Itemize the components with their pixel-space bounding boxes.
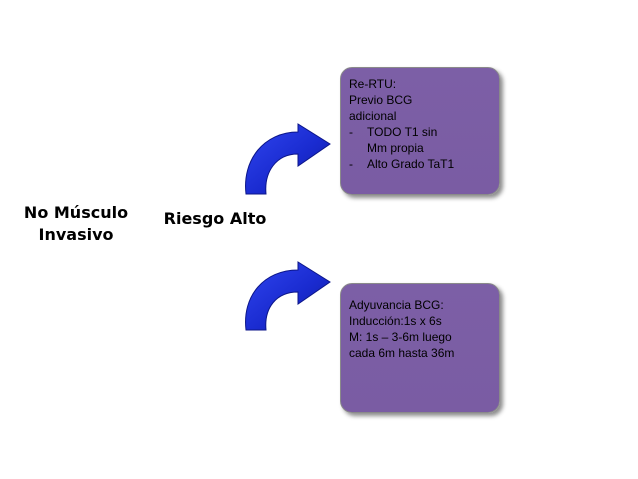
bullet-text: TODO T1 sin [367,125,438,139]
box-top-line: Previo BCG [349,93,413,107]
box-adyuvancia-bcg: Adyuvancia BCG: Inducción:1s x 6s M: 1s … [340,283,500,413]
box-bottom-line: Adyuvancia BCG: [349,298,444,312]
box-top-bullet-item: - Alto Grado TaT1 [349,156,493,172]
box-re-rtu: Re-RTU: Previo BCG adicional - TODO T1 s… [340,67,500,195]
bullet-dash: - [349,125,353,139]
box-bottom-line: M: 1s – 3-6m luego [349,330,452,344]
bullet-dash: - [349,157,353,171]
box-top-line: Re-RTU: [349,77,397,91]
bullet-text: Alto Grado TaT1 [367,157,455,171]
curved-arrow-top-icon [245,123,331,195]
box-top-bullet-item: - TODO T1 sin Mm propia [349,124,493,156]
box-top-bullet-list: - TODO T1 sin Mm propia - Alto Grado TaT… [349,124,493,172]
bullet-text-continued: Mm propia [367,141,424,155]
risk-node-label: Riesgo Alto [163,209,267,228]
box-bottom-line: Inducción:1s x 6s [349,314,442,328]
root-node-line-1: No Músculo [23,203,129,222]
box-top-line: adicional [349,109,397,123]
curved-arrow-bottom-icon [245,261,331,331]
root-node-line-2: Invasivo [38,225,114,244]
box-bottom-line: cada 6m hasta 36m [349,346,455,360]
root-node-label: No Músculo Invasivo [22,202,130,246]
